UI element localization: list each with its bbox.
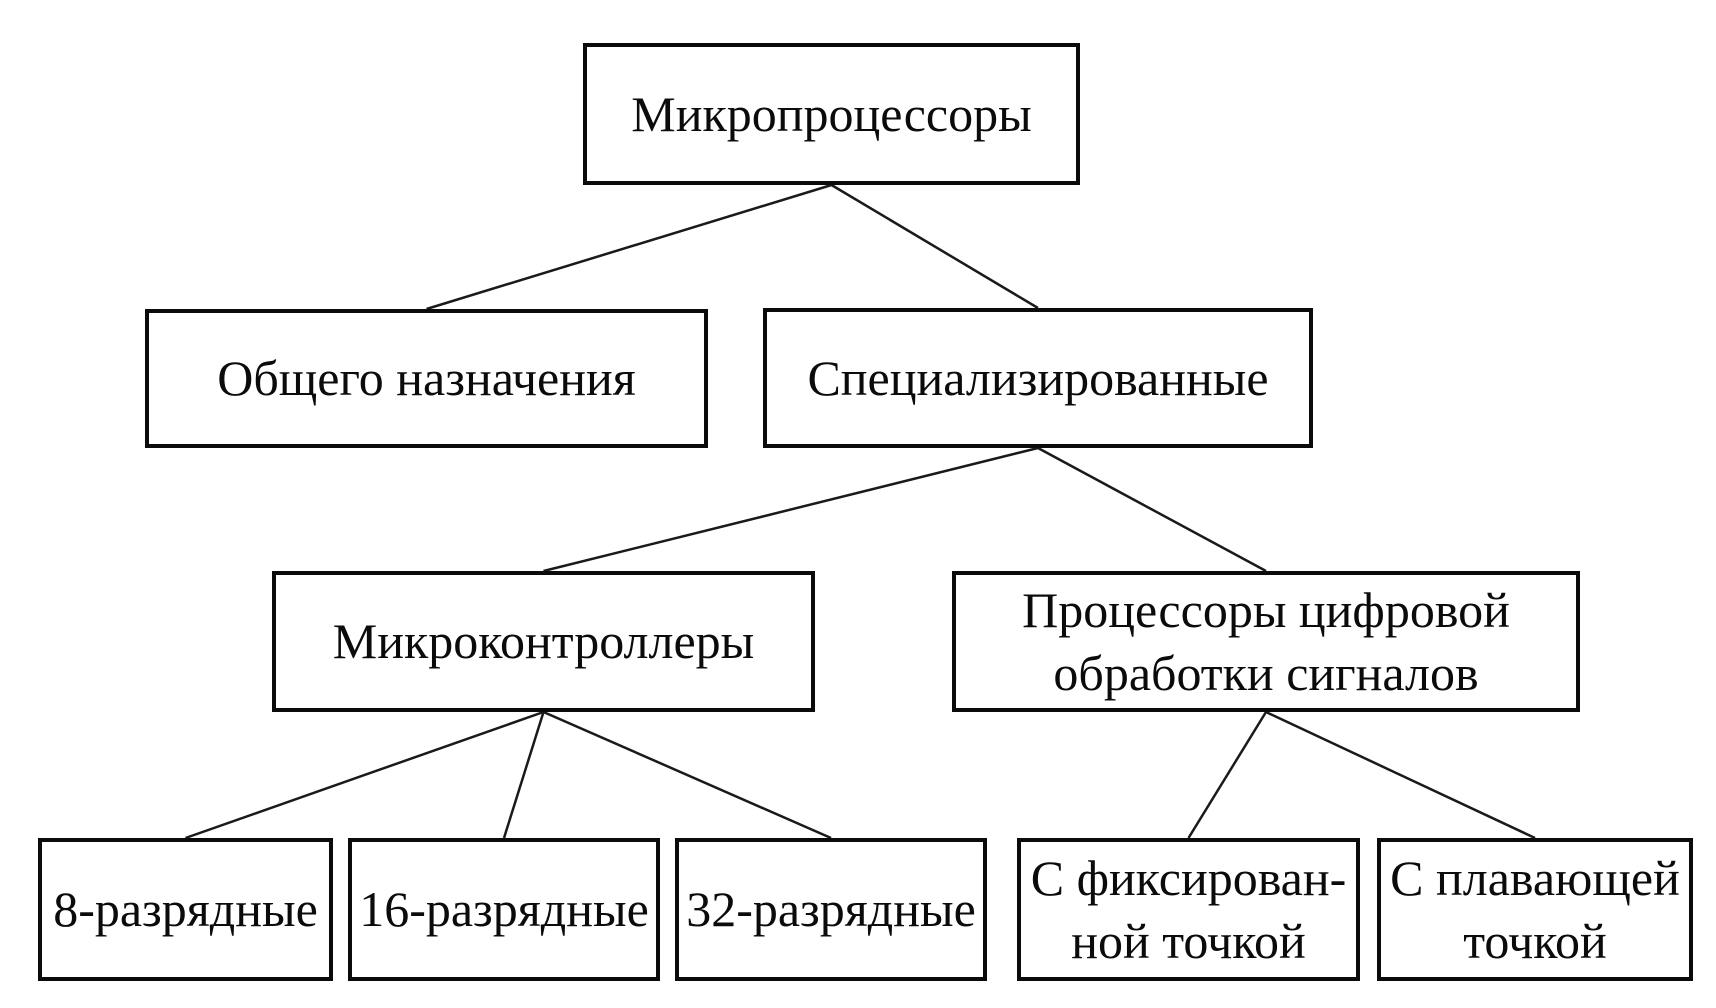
- node-16bit: 16-разрядные: [348, 838, 660, 981]
- node-label: Микропроцессоры: [631, 85, 1032, 142]
- node-label-line1: С плавающей: [1390, 849, 1680, 906]
- node-label: Специализированные: [807, 349, 1269, 406]
- connector-line-dsp-floating_point: [1265, 710, 1536, 840]
- node-label-line1: Процессоры цифровой: [1022, 581, 1510, 638]
- connector-line-microcontrollers-bit16: [502, 711, 545, 839]
- connector-line-dsp-fixed_point: [1187, 711, 1268, 839]
- connector-line-specialized-dsp: [1037, 446, 1267, 573]
- node-label: 8-разрядные: [53, 881, 318, 937]
- connector-line-microcontrollers-bit8: [185, 710, 544, 840]
- node-dsp: Процессоры цифровой обработки сигналов: [952, 571, 1580, 712]
- connector-line-specialized-microcontrollers: [543, 446, 1039, 573]
- node-label-line2: ной точкой: [1071, 912, 1306, 969]
- node-32bit: 32-разрядные: [675, 838, 987, 981]
- node-floating-point: С плавающей точкой: [1377, 838, 1693, 981]
- node-label: 32-разрядные: [686, 881, 976, 937]
- node-label: Общего назначения: [217, 350, 636, 406]
- node-label-line1: С фиксирован-: [1030, 849, 1347, 906]
- node-general-purpose: Общего назначения: [145, 309, 708, 448]
- node-label-line2: точкой: [1463, 912, 1607, 969]
- connector-line-microcontrollers-bit32: [542, 710, 832, 840]
- node-label: Микроконтроллеры: [332, 613, 755, 669]
- node-specialized: Специализированные: [763, 308, 1313, 448]
- node-microprocessors: Микропроцессоры: [583, 43, 1080, 185]
- connector-line-microprocessors-specialized: [830, 183, 1039, 310]
- node-8bit: 8-разрядные: [38, 838, 333, 981]
- connector-line-microprocessors-general_purpose: [426, 183, 832, 311]
- node-label: 16-разрядные: [359, 881, 649, 937]
- node-label-line2: обработки сигналов: [1053, 644, 1479, 701]
- node-microcontrollers: Микроконтроллеры: [272, 571, 815, 712]
- node-fixed-point: С фиксирован- ной точкой: [1017, 838, 1360, 981]
